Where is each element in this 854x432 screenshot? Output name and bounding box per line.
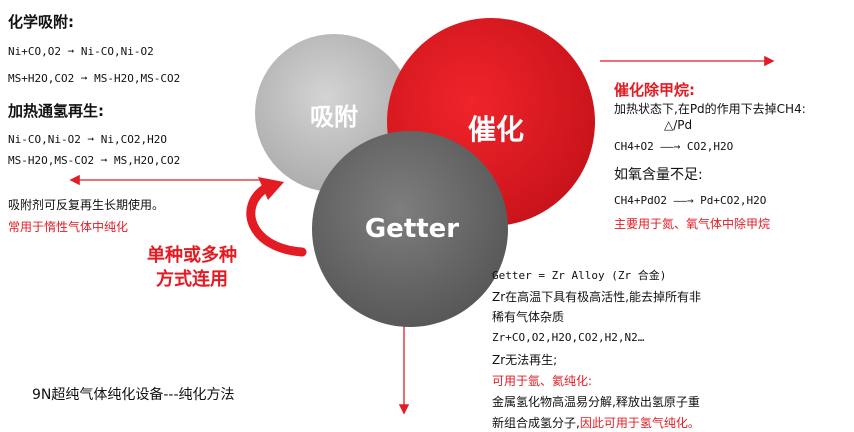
regeneration-formula-1: Ni-CO,Ni-O2 ➞ Ni,CO2,H2O — [8, 133, 167, 146]
adsorption-title: 化学吸附: — [8, 13, 74, 31]
getter-line-8: 新组合成氢分子,因此可用于氢气纯化。 — [492, 414, 700, 431]
combo-label-line2: 方式连用 — [156, 269, 228, 290]
catalysis-line-2: 如氧含量不足: — [614, 167, 703, 183]
catalysis-title: 催化除甲烷: — [614, 81, 695, 99]
catalysis-circle-label: 催化 — [467, 113, 524, 146]
footer-title: 9N超纯气体纯化设备---纯化方法 — [32, 387, 235, 403]
getter-line-6: 可用于氩、氦纯化: — [492, 374, 593, 388]
getter-line-5: Zr无法再生; — [492, 353, 558, 367]
regeneration-title: 加热通氢再生: — [8, 102, 104, 120]
adsorption-note-red: 常用于惰性气体中纯化 — [8, 220, 129, 234]
getter-line-8-black: 新组合成氢分子, — [492, 416, 580, 430]
adsorption-circle-label: 吸附 — [310, 103, 358, 131]
getter-line-2: Zr在高温下具有极高活性,能去掉所有非 — [492, 290, 701, 304]
catalysis-formula-2: CH4+PdO2 ——→ Pd+CO2,H2O — [614, 194, 767, 207]
regeneration-formula-2: MS-H2O,MS-CO2 ➞ MS,H2O,CO2 — [8, 154, 181, 167]
getter-line-1: Getter = Zr Alloy (Zr 合金) — [492, 269, 667, 282]
getter-line-3: 稀有气体杂质 — [492, 310, 565, 324]
getter-circle-label: Getter — [364, 214, 460, 244]
curved-arrow — [246, 183, 307, 257]
catalysis-formula-1: CH4+O2 ——→ CO2,H2O — [614, 140, 734, 153]
getter-line-8-red: 因此可用于氢气纯化。 — [579, 416, 700, 430]
adsorption-note: 吸附剂可反复再生长期使用。 — [8, 198, 165, 212]
catalysis-note-red: 主要用于氮、氧气体中除甲烷 — [614, 217, 771, 231]
getter-line-4: Zr+CO,O2,H2O,CO2,H2,N2… — [492, 331, 645, 344]
combo-label-line1: 单种或多种 — [147, 245, 237, 266]
curved-arrow-head — [258, 177, 284, 200]
getter-circle — [312, 131, 508, 327]
catalysis-condition: △/Pd — [664, 118, 693, 132]
adsorption-formula-1: Ni+CO,O2 ➞ Ni-CO,Ni-O2 — [8, 45, 154, 58]
getter-line-7: 金属氢化物高温易分解,释放出氢原子重 — [492, 395, 700, 409]
catalysis-line-1: 加热状态下,在Pd的作用下去掉CH4: — [614, 102, 806, 116]
adsorption-formula-2: MS+H2O,CO2 ➞ MS-H2O,MS-CO2 — [8, 72, 181, 85]
